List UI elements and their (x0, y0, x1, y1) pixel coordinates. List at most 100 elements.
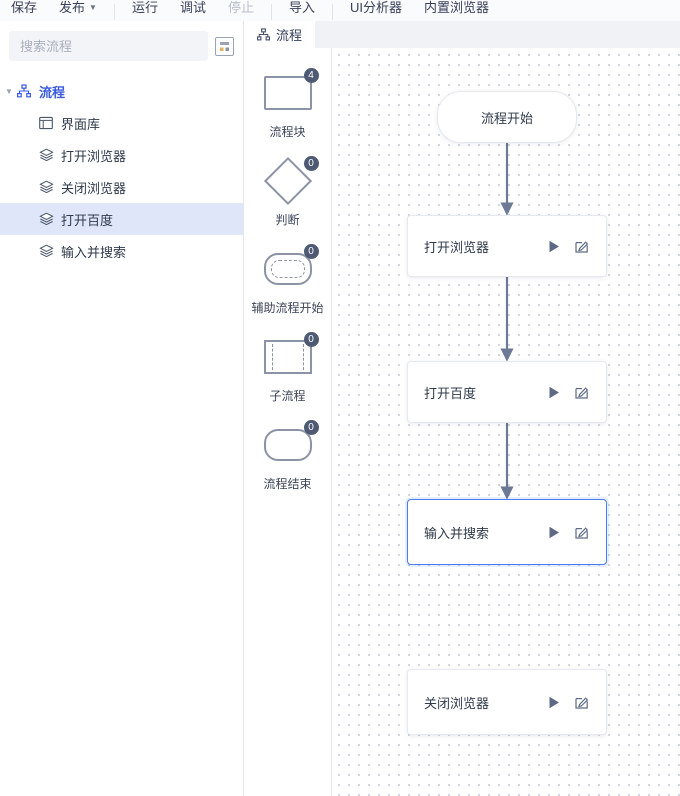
tree-root-flow[interactable]: ▼ 流程 (0, 75, 243, 107)
flow-node-n2[interactable]: 打开百度 (407, 361, 607, 423)
flow-node-actions (546, 524, 590, 540)
edit-node-icon[interactable] (574, 384, 590, 400)
edit-node-icon[interactable] (574, 694, 590, 710)
palette-item-label: 流程块 (269, 125, 306, 139)
palette-item-label: 判断 (275, 213, 300, 227)
palette-shape: 0 (260, 332, 319, 380)
flow-node-start[interactable]: 流程开始 (437, 91, 577, 143)
tab-label: 流程 (276, 28, 303, 43)
palette-flow-end[interactable]: 0 流程结束 (244, 420, 332, 492)
toolbar-separator (332, 4, 334, 20)
palette-shape: 0 (260, 244, 319, 292)
flow-node-label: 打开浏览器 (424, 239, 490, 255)
palette-count-badge: 0 (303, 244, 319, 259)
tree-item-3[interactable]: 关闭浏览器 (0, 171, 243, 203)
window-icon (38, 115, 54, 131)
palette-shape: 0 (260, 420, 319, 468)
tree-root-label: 流程 (39, 84, 66, 100)
toolbar-group: 运行 调试 停止 (121, 0, 265, 21)
run-button[interactable]: 运行 (121, 0, 169, 21)
flow-node-label: 流程开始 (480, 110, 533, 126)
palette-item-label: 子流程 (269, 389, 306, 403)
layers-icon (38, 147, 54, 163)
layers-icon (38, 243, 54, 259)
chevron-down-icon: ▼ (89, 3, 97, 12)
edit-node-icon[interactable] (574, 238, 590, 254)
tree-item-label: 界面库 (61, 116, 101, 132)
palette-shape: 4 (260, 68, 319, 116)
ui-analyzer-button[interactable]: UI分析器 (339, 0, 413, 21)
toolbar-button-label: 运行 (131, 0, 158, 15)
flow-chart-icon (257, 28, 270, 41)
flow-node-label: 关闭浏览器 (424, 695, 490, 711)
palette-shape: 0 (260, 156, 319, 206)
toolbar-button-label: 导入 (289, 0, 316, 15)
new-flow-icon[interactable] (215, 36, 234, 56)
tab-flow[interactable]: 流程 (244, 21, 316, 48)
palette-count-badge: 0 (303, 332, 319, 347)
palette-count-badge: 0 (303, 420, 319, 435)
toolbar-button-label: 调试 (179, 0, 206, 15)
palette-flow-block[interactable]: 4 流程块 (244, 68, 332, 140)
tree-item-label: 关闭浏览器 (61, 180, 127, 196)
flow-node-actions (546, 384, 590, 400)
layers-icon (38, 211, 54, 227)
toolbar-button-label: 内置浏览器 (424, 0, 490, 15)
stadium-dashed-shape-icon (263, 253, 312, 285)
builtin-browser-button[interactable]: 内置浏览器 (413, 0, 500, 21)
chevron-down-icon[interactable]: ▼ (5, 86, 13, 96)
toolbar-button-label: 停止 (227, 0, 254, 15)
flow-node-n1[interactable]: 打开浏览器 (407, 215, 607, 277)
save-button[interactable]: 保存 (0, 0, 48, 21)
rect-shape-icon (263, 76, 312, 110)
flow-chart-icon (16, 83, 32, 99)
flow-canvas[interactable]: 流程开始打开浏览器打开百度输入并搜索关闭浏览器 (332, 48, 680, 796)
debug-button[interactable]: 调试 (169, 0, 217, 21)
run-node-icon[interactable] (546, 524, 562, 540)
edit-node-icon[interactable] (574, 524, 590, 540)
editor-tabstrip: 流程 (244, 21, 680, 49)
palette-count-badge: 0 (303, 156, 319, 171)
toolbar-button-label: 保存 (11, 0, 38, 15)
stop-button: 停止 (217, 0, 265, 21)
toolbar-separator (271, 4, 272, 20)
sidebar-search-row (0, 21, 243, 61)
run-node-icon[interactable] (546, 384, 562, 400)
toolbar-button-label: UI分析器 (350, 0, 403, 15)
search-input[interactable] (9, 31, 208, 61)
import-button[interactable]: 导入 (278, 0, 326, 21)
run-node-icon[interactable] (546, 238, 562, 254)
tree-item-5[interactable]: 输入并搜索 (0, 235, 243, 267)
flow-node-actions (546, 238, 590, 254)
palette-condition[interactable]: 0 判断 (244, 156, 332, 228)
layers-icon (38, 179, 54, 195)
tree-item-label: 输入并搜索 (61, 244, 127, 260)
flow-node-n3[interactable]: 输入并搜索 (407, 499, 607, 565)
palette-count-badge: 4 (303, 68, 319, 83)
flow-node-actions (546, 694, 590, 710)
publish-button[interactable]: 发布▼ (48, 0, 108, 21)
toolbar-separator (113, 4, 115, 20)
palette-item-label: 流程结束 (263, 477, 312, 491)
tree-item-4[interactable]: 打开百度 (0, 203, 243, 235)
palette-sub-flow[interactable]: 0 子流程 (244, 332, 332, 404)
flow-node-n4[interactable]: 关闭浏览器 (407, 669, 607, 735)
tree-item-2[interactable]: 打开浏览器 (0, 139, 243, 171)
node-palette: 4 流程块 0 判断 0 辅助流程开始 0 子流程 0 流程结束 (244, 48, 332, 796)
tree-item-1[interactable]: 界面库 (0, 107, 243, 139)
flow-tree: ▼ 流程界面库打开浏览器关闭浏览器打开百度输入并搜索 (0, 75, 243, 267)
flow-node-label: 打开百度 (424, 385, 477, 401)
subprocess-shape-icon (263, 340, 312, 374)
toolbar-button-label: 发布 (59, 0, 86, 15)
tree-item-label: 打开浏览器 (61, 148, 127, 164)
run-node-icon[interactable] (546, 694, 562, 710)
palette-item-label: 辅助流程开始 (251, 301, 324, 315)
tree-item-label: 打开百度 (61, 212, 114, 228)
palette-sub-flow-start[interactable]: 0 辅助流程开始 (244, 244, 332, 316)
toolbar-group: UI分析器 内置浏览器 (339, 0, 500, 21)
toolbar-group: 导入 (278, 0, 326, 21)
stadium-shape-icon (263, 429, 312, 461)
